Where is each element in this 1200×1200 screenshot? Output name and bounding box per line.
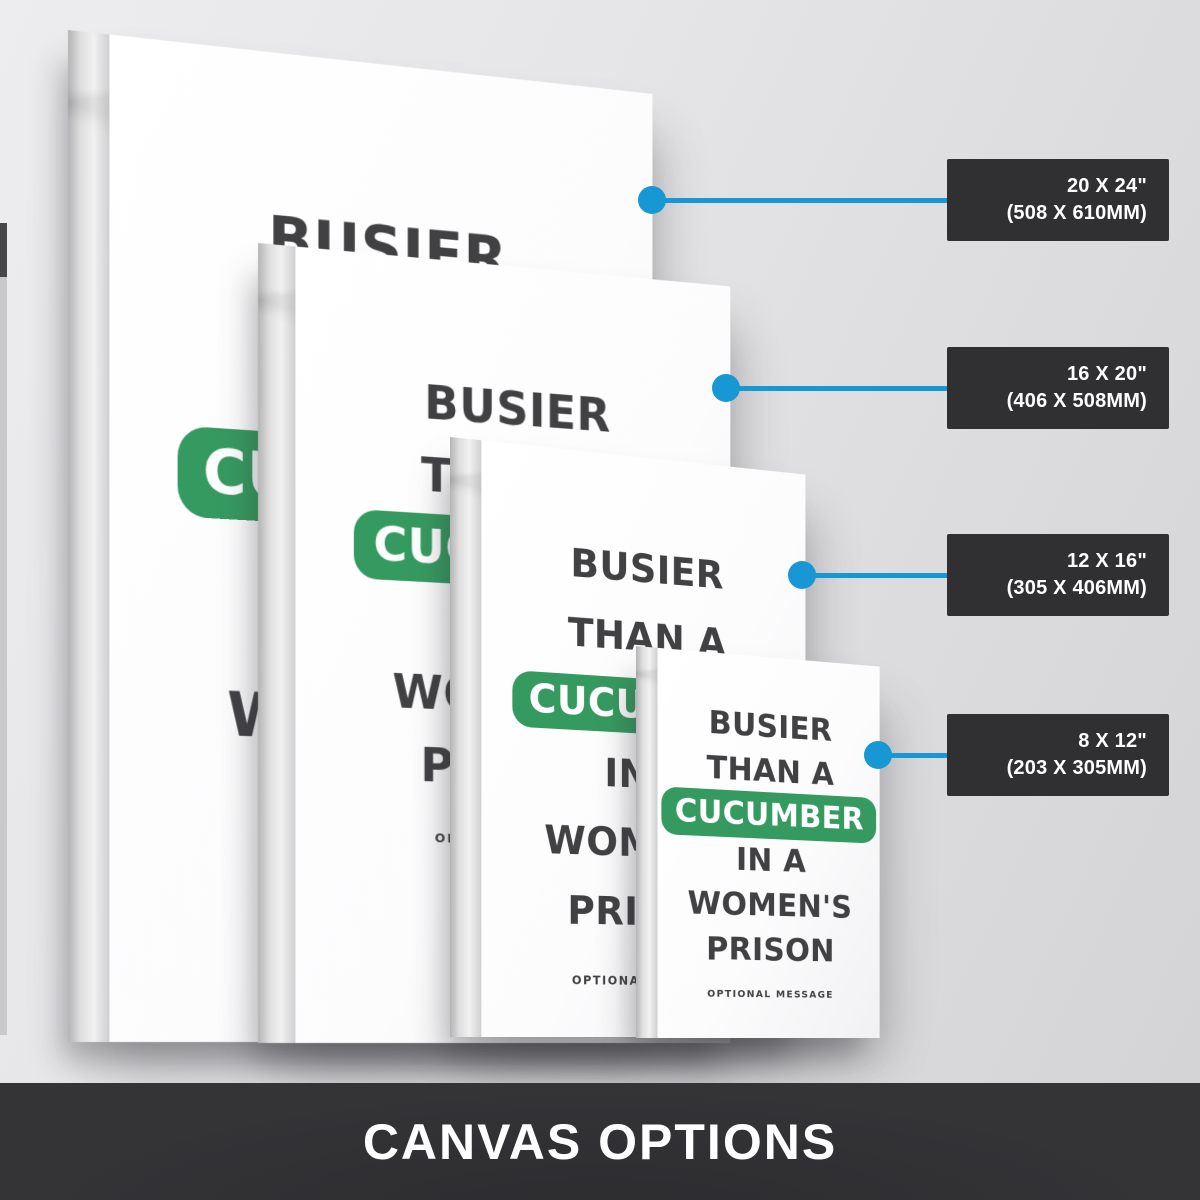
canvas-mockup-8x12: BUSIER THAN A CUCUMBER IN A WOMEN'S PRIS… (636, 646, 880, 1038)
canvas-face: BUSIER THAN A CUCUMBER IN A WOMEN'S PRIS… (657, 647, 880, 1038)
canvas-side-edge (450, 437, 482, 1037)
size-label-12x16: 12 X 16" (305 X 406MM) (947, 534, 1169, 616)
size-inches: 16 X 20" (1066, 363, 1147, 385)
quote-line: PRISON (706, 929, 835, 970)
size-millimeters: (406 X 508MM) (1006, 390, 1147, 412)
optional-message-placeholder: OPTIONAL MESSAGE (707, 988, 834, 1001)
size-millimeters: (305 X 406MM) (1006, 577, 1147, 599)
callout-dot (638, 186, 666, 214)
callout-line (878, 753, 947, 758)
callout-line (802, 573, 947, 578)
size-label-8x12: 8 X 12" (203 X 305MM) (947, 714, 1169, 796)
size-inches: 8 X 12" (1078, 730, 1147, 752)
callout-line (726, 386, 947, 391)
size-millimeters: (508 X 610MM) (1006, 202, 1147, 224)
size-millimeters: (203 X 305MM) (1006, 757, 1147, 779)
canvas-side-edge (636, 646, 658, 1038)
quote-block: BUSIER THAN A CUCUMBER IN A WOMEN'S PRIS… (657, 696, 879, 1018)
banner-title: CANVAS OPTIONS (362, 1113, 838, 1170)
callout-dot (788, 561, 816, 589)
bottom-banner: CANVAS OPTIONS (0, 1083, 1200, 1200)
callout-dot (712, 374, 740, 402)
offscreen-canvas-edge (0, 277, 7, 1035)
canvas-side-edge (68, 30, 110, 1042)
quote-line: WOMEN'S (687, 883, 853, 926)
callout-dot (864, 741, 892, 769)
canvas-side-edge (258, 243, 296, 1043)
size-label-16x20: 16 X 20" (406 X 508MM) (947, 347, 1169, 429)
size-inches: 20 X 24" (1066, 175, 1147, 197)
size-label-20x24: 20 X 24" (508 X 610MM) (947, 159, 1169, 241)
offscreen-frame-edge (0, 223, 7, 277)
size-inches: 12 X 16" (1066, 550, 1147, 572)
callout-line (652, 198, 947, 203)
